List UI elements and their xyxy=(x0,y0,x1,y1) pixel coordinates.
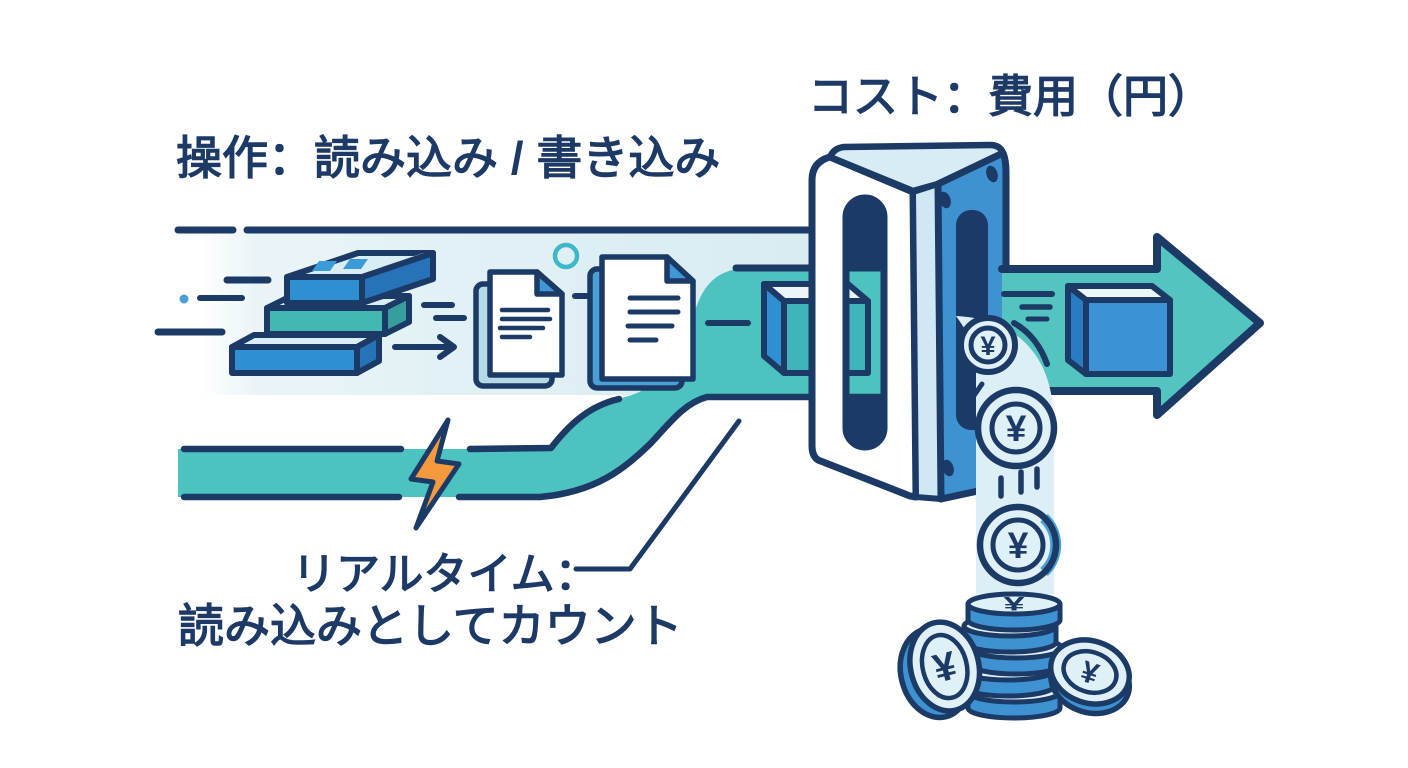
yen-symbol: ¥ xyxy=(1008,525,1029,566)
output-cube-icon xyxy=(1065,283,1173,377)
block-middle-front xyxy=(264,305,388,337)
machine-front-face xyxy=(808,153,920,501)
doc-front-page xyxy=(599,254,696,382)
lightning-bolt-icon xyxy=(408,417,462,531)
operation-label: 操作：読み込み / 書き込み xyxy=(176,132,720,184)
yen-coin-icon: ¥ xyxy=(974,386,1058,470)
coin-outer xyxy=(974,386,1058,470)
coin-inner-ring xyxy=(919,632,970,701)
doc-front-page xyxy=(487,269,565,378)
coin-inner-ring xyxy=(990,517,1046,573)
data-blocks-stack-icon xyxy=(229,250,436,376)
bolt xyxy=(986,165,998,183)
doc-text-lines xyxy=(625,295,681,343)
doc-fold-corner xyxy=(534,269,565,297)
yen-coin-icon: ¥ xyxy=(1048,637,1133,717)
coin-inner-ring xyxy=(968,325,1008,365)
bubble-decoration xyxy=(552,242,580,270)
right-arrow-glyph xyxy=(392,334,457,360)
stacked-coins: ¥ xyxy=(959,591,1065,721)
falling-dashes xyxy=(998,466,1040,499)
doc-fold-corner xyxy=(664,254,696,284)
coin-inner-ring xyxy=(989,401,1043,455)
block-top-front xyxy=(284,274,365,306)
yen-symbol: ¥ xyxy=(1006,408,1027,449)
speed-lines xyxy=(154,276,272,336)
document-icon xyxy=(473,269,565,389)
coin-stack-icon: ¥ ¥ ¥ xyxy=(897,591,1133,721)
yen-symbol: ¥ xyxy=(1003,594,1025,615)
flow-outer-curve xyxy=(455,393,888,501)
doc-text-lines xyxy=(497,307,553,340)
bolt xyxy=(942,459,954,477)
coin-stream: ¥ ¥ ¥ xyxy=(956,315,1062,594)
output-arrow-outline xyxy=(998,233,1264,419)
realtime-label-line2: 読み込みとしてカウント xyxy=(178,600,683,652)
coin-outer xyxy=(976,503,1060,587)
yen-coin-icon: ¥ xyxy=(958,315,1018,375)
cube-front-face xyxy=(1083,297,1173,377)
coin-inner-ring xyxy=(1061,648,1119,696)
realtime-label-line1: リアルタイム： xyxy=(292,550,599,599)
speed-dot xyxy=(179,294,189,304)
block-bottom-front xyxy=(229,344,360,376)
transfer-arrow-icon xyxy=(392,302,467,360)
ribbon-curve-line xyxy=(1011,320,1050,367)
yen-symbol: ¥ xyxy=(980,331,995,361)
output-arrow-icon xyxy=(998,233,1264,419)
block-port xyxy=(343,259,368,269)
flow-inner-curve xyxy=(466,395,623,453)
callout-line xyxy=(573,418,742,572)
cost-label: コスト：費用（円） xyxy=(808,71,1213,122)
bolt xyxy=(939,191,951,209)
yen-coin-icon: ¥ xyxy=(976,503,1062,587)
yen-coin-icon: ¥ xyxy=(897,619,983,721)
motion-tick xyxy=(970,381,985,400)
block-port xyxy=(312,261,337,271)
document-icon xyxy=(587,254,696,391)
